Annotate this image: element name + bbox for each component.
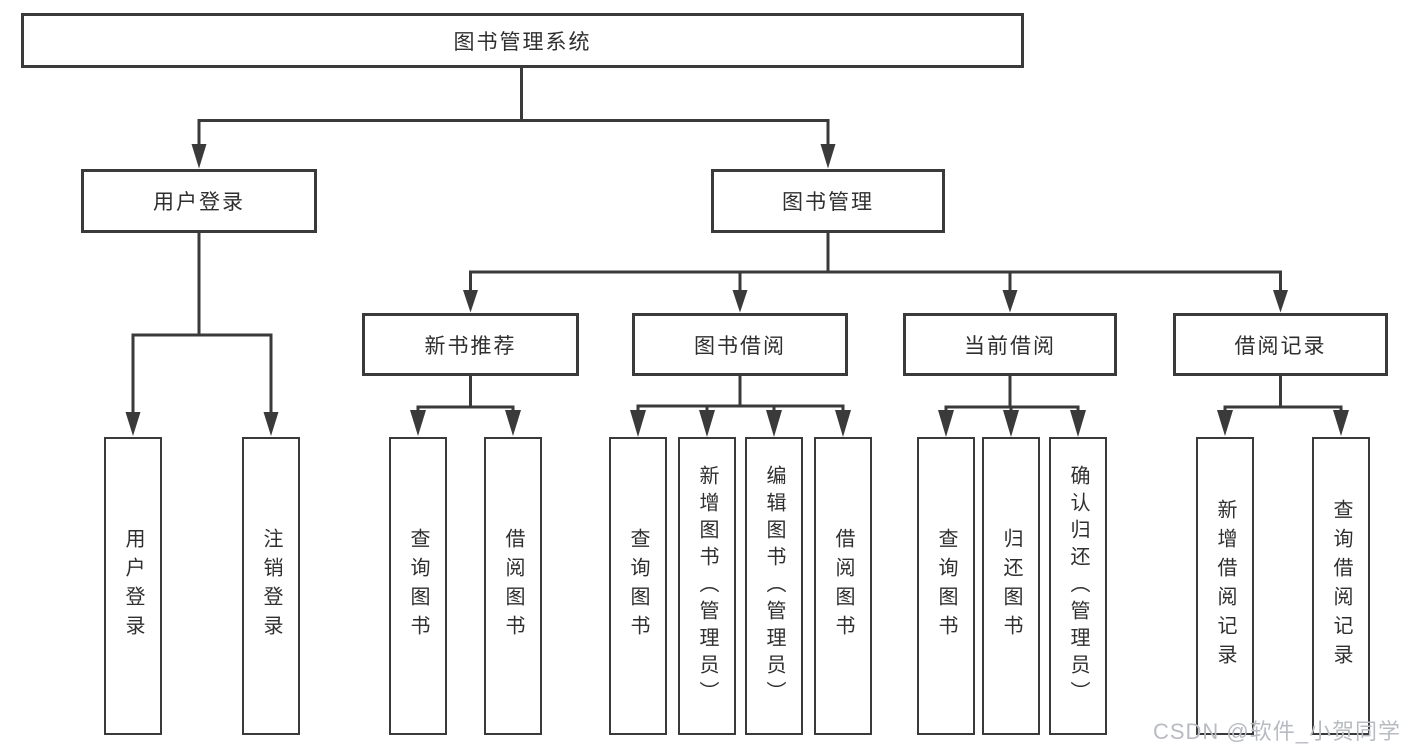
leaf-borrow-query-books: 查询图书 xyxy=(609,437,667,735)
node-root-label: 图书管理系统 xyxy=(453,30,592,54)
csdn-watermark: CSDN @软件_小贺同学 xyxy=(1152,719,1401,744)
leaf-confirm-return-admin-label: 确认归还（管理员） xyxy=(1067,464,1089,708)
leaf-borrow-books: 借阅图书 xyxy=(814,437,872,735)
leaf-query-borrow-record: 查询借阅记录 xyxy=(1312,437,1370,735)
node-book-management: 图书管理 xyxy=(711,169,945,233)
leaf-user-login: 用户登录 xyxy=(104,437,162,735)
leaf-recommend-query-books-label: 查询图书 xyxy=(407,528,429,644)
node-new-book-recommend-label: 新书推荐 xyxy=(424,334,517,358)
node-user-login: 用户登录 xyxy=(81,169,317,233)
leaf-add-borrow-record-label: 新增借阅记录 xyxy=(1214,499,1236,673)
leaf-confirm-return-admin: 确认归还（管理员） xyxy=(1049,437,1107,735)
leaf-return-books-label: 归还图书 xyxy=(1000,528,1022,644)
leaf-recommend-borrow-books-label: 借阅图书 xyxy=(502,528,524,644)
leaf-current-query-books-label: 查询图书 xyxy=(935,528,957,644)
leaf-add-books-admin: 新增图书（管理员） xyxy=(678,437,736,735)
leaf-add-books-admin-label: 新增图书（管理员） xyxy=(696,464,718,708)
node-borrow-records: 借阅记录 xyxy=(1173,313,1388,376)
node-new-book-recommend: 新书推荐 xyxy=(362,313,579,376)
node-borrow-records-label: 借阅记录 xyxy=(1234,334,1327,358)
leaf-query-borrow-record-label: 查询借阅记录 xyxy=(1330,499,1352,673)
leaf-user-login-label: 用户登录 xyxy=(122,528,144,644)
leaf-logout: 注销登录 xyxy=(242,437,300,735)
node-user-login-label: 用户登录 xyxy=(153,191,245,214)
leaf-edit-books-admin-label: 编辑图书（管理员） xyxy=(763,464,785,708)
connector-strokes xyxy=(131,68,1343,414)
arrowheads xyxy=(125,144,1349,437)
leaf-add-borrow-record: 新增借阅记录 xyxy=(1196,437,1254,735)
leaf-recommend-query-books: 查询图书 xyxy=(389,437,447,735)
node-book-borrow: 图书借阅 xyxy=(632,313,848,376)
leaf-borrow-query-books-label: 查询图书 xyxy=(627,528,649,644)
node-current-borrow: 当前借阅 xyxy=(903,313,1117,376)
node-root: 图书管理系统 xyxy=(21,13,1024,68)
node-book-management-label: 图书管理 xyxy=(782,191,874,214)
node-book-borrow-label: 图书借阅 xyxy=(694,334,786,358)
leaf-borrow-books-label: 借阅图书 xyxy=(832,528,854,644)
leaf-return-books: 归还图书 xyxy=(982,437,1040,735)
leaf-current-query-books: 查询图书 xyxy=(917,437,975,735)
leaf-logout-label: 注销登录 xyxy=(260,528,282,644)
leaf-recommend-borrow-books: 借阅图书 xyxy=(484,437,542,735)
leaf-edit-books-admin: 编辑图书（管理员） xyxy=(745,437,803,735)
node-current-borrow-label: 当前借阅 xyxy=(964,334,1056,358)
